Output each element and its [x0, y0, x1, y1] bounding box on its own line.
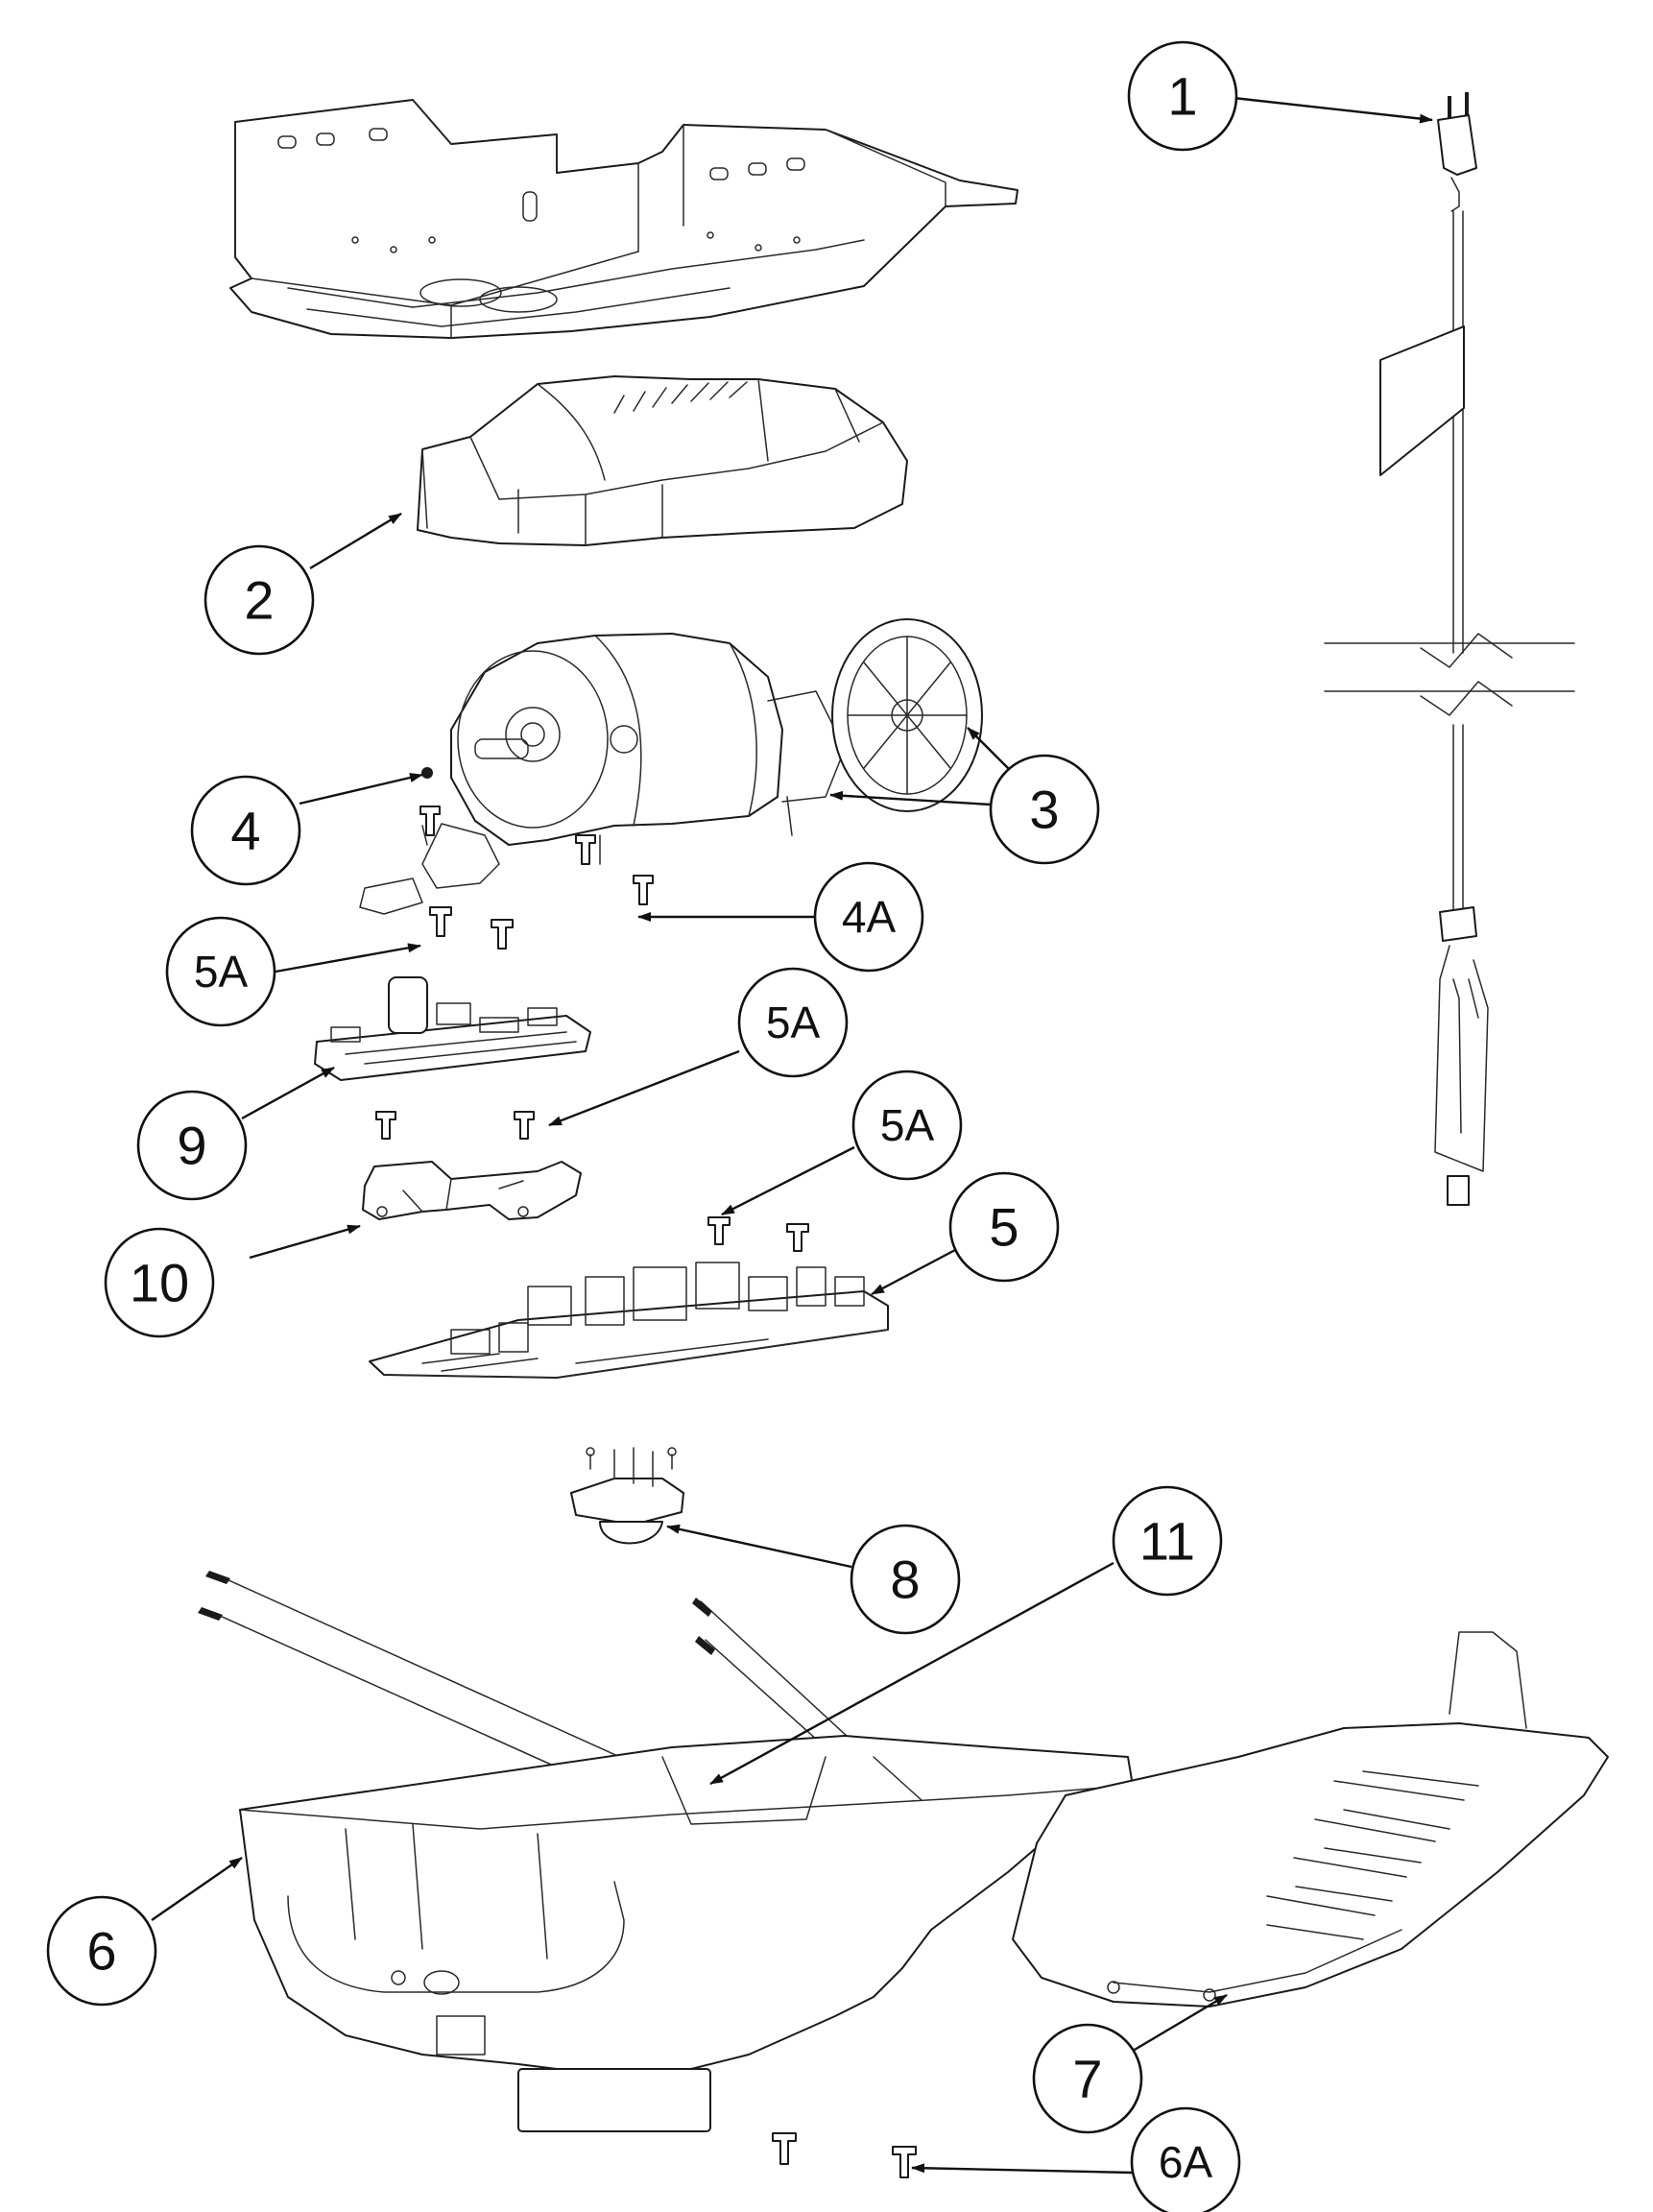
svg-text:5: 5 — [989, 1197, 1018, 1258]
callout-10: 10 — [104, 1227, 215, 1338]
callout-5a-3: 5A — [851, 1070, 963, 1181]
callout-5: 5 — [948, 1171, 1060, 1283]
callout-7: 7 — [1032, 2023, 1143, 2134]
svg-text:5A: 5A — [880, 1100, 935, 1150]
motor-gear-assembly — [359, 618, 983, 915]
callout-4a: 4A — [813, 861, 924, 973]
callout-1: 1 — [1127, 40, 1238, 152]
main-control-board — [369, 1262, 889, 1379]
svg-text:4: 4 — [230, 801, 260, 861]
callout-3: 3 — [989, 754, 1100, 865]
callout-5a-1: 5A — [165, 916, 276, 1027]
leader-lines — [151, 96, 1433, 2175]
svg-text:4A: 4A — [842, 892, 897, 942]
callout-9: 9 — [136, 1090, 248, 1201]
callout-5a-2: 5A — [737, 967, 849, 1078]
motor-cover — [417, 375, 908, 546]
svg-text:11: 11 — [1139, 1511, 1195, 1572]
svg-text:5A: 5A — [194, 947, 249, 997]
svg-text:5A: 5A — [766, 998, 821, 1047]
power-cord — [1324, 92, 1575, 1206]
callout-6a: 6A — [1130, 2106, 1241, 2212]
svg-text:10: 10 — [130, 1253, 189, 1313]
housing-screws — [772, 2132, 917, 2178]
svg-text:3: 3 — [1029, 780, 1059, 840]
light-lens — [1012, 1631, 1609, 2008]
svg-text:1: 1 — [1167, 66, 1197, 127]
board-bracket — [362, 1161, 582, 1220]
callout-11: 11 — [1112, 1485, 1223, 1597]
svg-text:6: 6 — [86, 1921, 116, 1982]
light-socket-assembly — [570, 1447, 684, 1545]
bottom-housing — [198, 1571, 1134, 2132]
logic-board — [314, 976, 591, 1081]
callout-4: 4 — [190, 775, 301, 886]
svg-text:9: 9 — [177, 1116, 206, 1176]
mounting-bracket — [229, 99, 1018, 339]
svg-text:7: 7 — [1072, 2049, 1102, 2109]
svg-text:2: 2 — [244, 570, 274, 631]
svg-text:6A: 6A — [1159, 2137, 1213, 2187]
motor-screws — [419, 805, 654, 950]
board-screws — [375, 1111, 535, 1140]
main-board-screws — [707, 1216, 809, 1252]
svg-text:8: 8 — [890, 1550, 920, 1610]
callout-6: 6 — [46, 1895, 157, 2007]
callout-2: 2 — [204, 544, 315, 656]
callout-8: 8 — [850, 1524, 961, 1635]
